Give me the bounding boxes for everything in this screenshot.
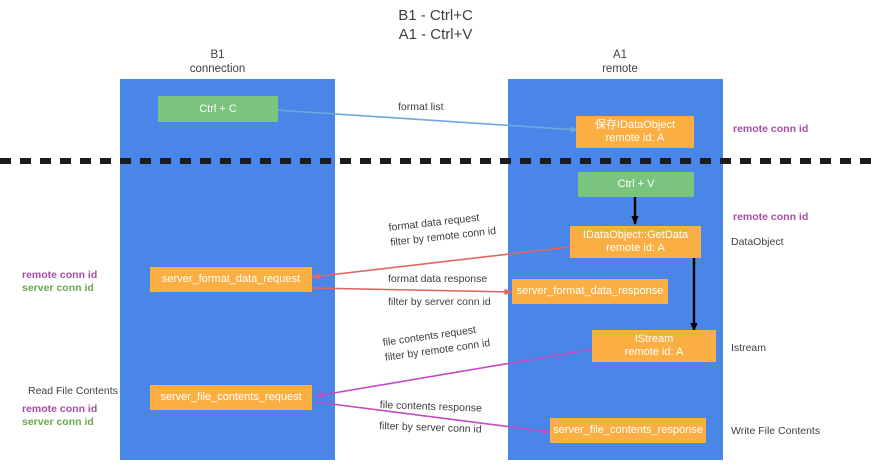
node-server-file-contents-request-label: server_file_contents_request — [160, 391, 302, 403]
node-idataobject-getdata-line-1: IDataObject::GetData — [582, 229, 689, 241]
lane-header-a1-sub: remote — [602, 63, 638, 75]
annotation-write-file-contents: Write File Contents — [731, 425, 821, 437]
node-server-format-data-response[interactable]: server_format_data_response — [512, 279, 668, 304]
edge-label-format-list: format list — [398, 101, 444, 113]
node-istream-line-2: remote id: A — [624, 346, 684, 358]
node-ctrl-c-label: Ctrl + C — [199, 102, 237, 115]
edge-label-format-data-response-group: format data response filter by server co… — [388, 273, 491, 309]
lane-header-b1-name: B1 — [210, 49, 225, 61]
filter-prefix: filter by — [384, 346, 423, 364]
lane-header-a1: A1 remote — [530, 48, 710, 76]
edge-label-file-contents-response-filter: filter by server conn id — [379, 420, 482, 437]
annotation-read-file-contents: Read File Contents — [28, 385, 118, 397]
filter-prefix: filter by — [388, 296, 425, 308]
node-ctrl-v[interactable]: Ctrl + V — [578, 172, 694, 197]
edge-label-file-contents-response-group: file contents response filter by server … — [379, 399, 483, 437]
node-istream[interactable]: IStream remote id: A — [592, 330, 716, 362]
node-save-idataobject-line-1: 保存IDataObject — [594, 119, 676, 131]
annotation-istream: Istream — [731, 342, 767, 354]
filter-prefix: filter by — [378, 419, 417, 434]
annotation-left-bottom-server-conn-id: server conn id — [22, 416, 94, 428]
node-server-file-contents-response[interactable]: server_file_contents_response — [550, 418, 706, 443]
node-server-format-data-request[interactable]: server_format_data_request — [150, 267, 312, 292]
node-server-file-contents-request[interactable]: server_file_contents_request — [150, 385, 312, 410]
annotation-remote-conn-id-mid: remote conn id — [733, 211, 809, 223]
node-ctrl-c[interactable]: Ctrl + C — [158, 96, 278, 122]
annotation-left-remote-conn-id: remote conn id — [22, 269, 98, 281]
node-server-format-data-response-label: server_format_data_response — [516, 285, 664, 297]
edge-label-format-data-request-group: format data request filter by remote con… — [388, 210, 497, 250]
diagram-title-line-2: A1 - Ctrl+V — [398, 26, 473, 43]
annotation-left-server-conn-id: server conn id — [22, 282, 94, 294]
edge-label-file-contents-response: file contents response — [379, 399, 483, 415]
node-ctrl-v-label: Ctrl + V — [617, 178, 655, 190]
annotation-left-bottom-remote-conn-id: remote conn id — [22, 403, 98, 415]
lane-header-b1: B1 connection — [130, 48, 305, 76]
annotation-dataobject: DataObject — [731, 236, 784, 248]
edge-label-format-data-response: format data response — [388, 273, 488, 285]
lane-header-b1-sub: connection — [189, 63, 246, 75]
node-istream-line-1: IStream — [634, 333, 674, 345]
node-save-idataobject[interactable]: 保存IDataObject remote id: A — [576, 116, 694, 148]
node-save-idataobject-line-2: remote id: A — [605, 132, 665, 144]
node-idataobject-getdata[interactable]: IDataObject::GetData remote id: A — [570, 226, 701, 258]
node-idataobject-getdata-line-2: remote id: A — [606, 242, 665, 254]
node-server-format-data-request-label: server_format_data_request — [161, 273, 301, 285]
edge-label-file-contents-request-group: file contents request filter by remote c… — [382, 322, 491, 365]
filter-key: server conn id — [424, 296, 491, 308]
edge-label-format-data-response-filter: filter by server conn id — [388, 296, 491, 309]
filter-key: server conn id — [415, 421, 482, 436]
diagram-title: B1 - Ctrl+C A1 - Ctrl+V — [0, 6, 871, 44]
filter-prefix: filter by — [389, 232, 428, 249]
lane-header-a1-name: A1 — [612, 49, 628, 61]
annotation-remote-conn-id-top: remote conn id — [733, 123, 809, 135]
node-server-file-contents-response-label: server_file_contents_response — [553, 424, 703, 436]
diagram-title-line-1: B1 - Ctrl+C — [398, 7, 473, 24]
